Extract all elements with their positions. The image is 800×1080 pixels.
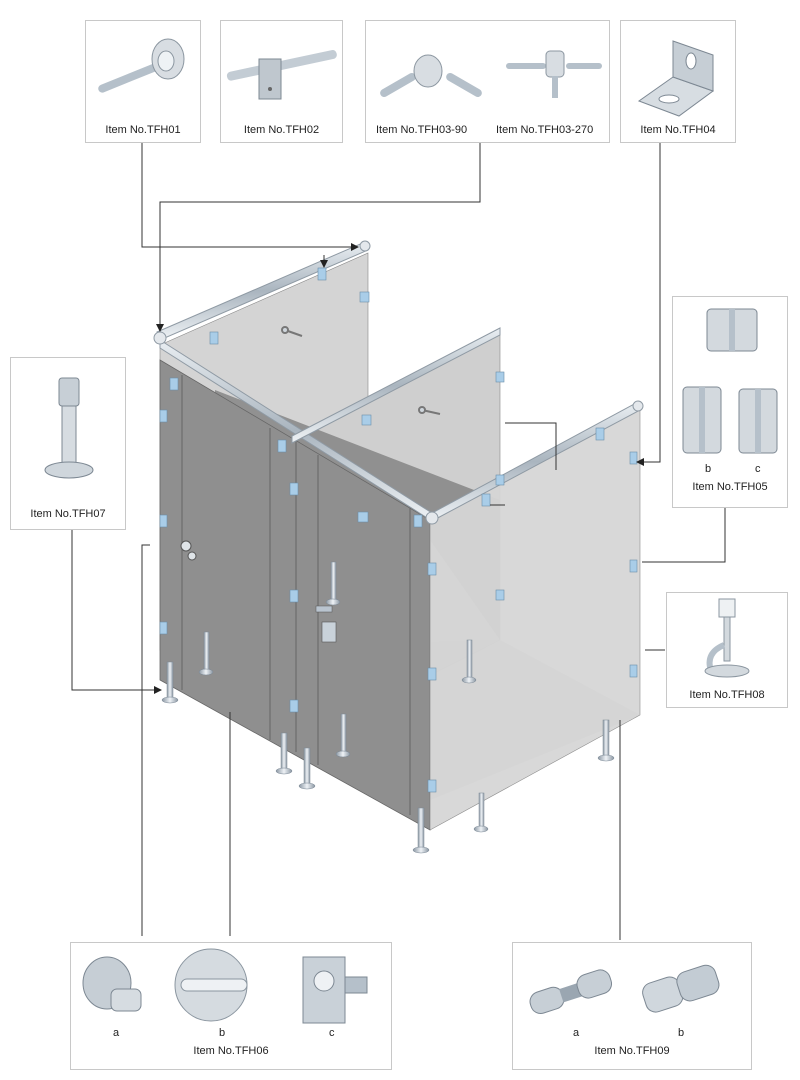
rail-corner-connector — [425, 511, 439, 525]
item-sub-b: b — [678, 1027, 685, 1039]
hinge-image — [682, 308, 778, 454]
item-label-tfh08: Item No.TFH08 — [689, 689, 765, 701]
angle-bracket-image — [637, 40, 715, 117]
door-latch — [315, 605, 333, 613]
end-flange-image — [98, 38, 185, 93]
wall-brackets — [159, 267, 638, 793]
item-sub-c: c — [755, 463, 761, 475]
pedestal-legs — [161, 561, 615, 854]
item-label-tfh04: Item No.TFH04 — [640, 124, 716, 136]
door-knob — [180, 540, 192, 552]
item-label-tfh05: Item No.TFH05 — [692, 481, 768, 493]
item-box-tfh03: Item No.TFH03-90 Item No.TFH03-270 — [365, 20, 610, 143]
coat-hooks — [281, 326, 441, 415]
item-label-tfh02: Item No.TFH02 — [243, 124, 320, 136]
top-rails — [156, 241, 641, 522]
item-box-tfh04: Item No.TFH04 — [620, 20, 736, 143]
item-box-tfh06: a b c Item No.TFH06 — [70, 942, 392, 1070]
item-sub-a: a — [573, 1027, 580, 1039]
item-label-tfh01: Item No.TFH01 — [105, 124, 181, 136]
rail-clamp-image — [226, 50, 337, 100]
item-label-tfh03-90: Item No.TFH03-90 — [376, 124, 468, 136]
door-lock-set-image — [82, 948, 368, 1024]
item-box-tfh07: Item No.TFH07 — [10, 357, 126, 530]
rail-end-cap — [632, 400, 644, 412]
door-lock-indicator — [321, 621, 337, 643]
item-label-tfh09: Item No.TFH09 — [594, 1045, 670, 1057]
item-sub-a: a — [113, 1027, 120, 1039]
door-knob — [187, 551, 197, 561]
rail-corner-connector — [153, 331, 167, 345]
door-stop-hook-image — [704, 598, 750, 678]
item-box-tfh05: b c Item No.TFH05 — [672, 296, 788, 508]
item-label-tfh03-270: Item No.TFH03-270 — [496, 124, 594, 136]
item-label-tfh07: Item No.TFH07 — [30, 508, 106, 520]
leader-lines — [71, 143, 726, 940]
item-label-tfh06: Item No.TFH06 — [193, 1045, 269, 1057]
item-sub-c: c — [329, 1027, 335, 1039]
item-box-tfh09: a b Item No.TFH09 — [512, 942, 752, 1070]
tube-connector-image — [529, 964, 720, 1015]
item-box-tfh01: Item No.TFH01 — [85, 20, 201, 143]
item-sub-b: b — [705, 463, 712, 475]
item-sub-b: b — [219, 1027, 226, 1039]
adjustable-leg-image — [44, 377, 94, 479]
item-box-tfh02: Item No.TFH02 — [220, 20, 343, 143]
item-box-tfh08: Item No.TFH08 — [666, 592, 788, 708]
rail-connector-image — [380, 50, 602, 98]
rail-end-cap — [359, 240, 371, 252]
